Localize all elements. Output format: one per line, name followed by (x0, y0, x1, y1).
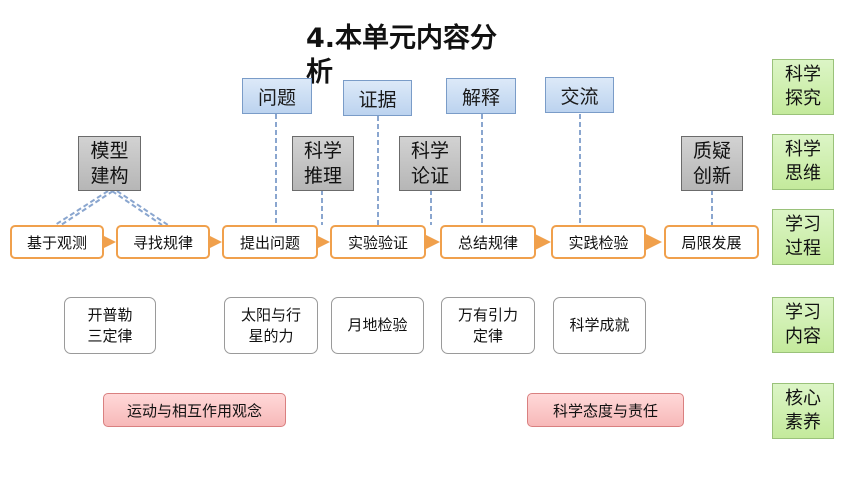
content-box-yuedi: 月地检验 (331, 297, 424, 354)
page-title: 4.本单元内容分析 (306, 23, 498, 88)
process-step-2: 寻找规律 (116, 225, 210, 259)
process-step-7: 局限发展 (664, 225, 759, 259)
process-step-4: 实验验证 (330, 225, 426, 259)
content-box-kaipule: 开普勒 三定律 (64, 297, 156, 354)
thinking-box-tuili: 科学 推理 (292, 136, 354, 191)
dash-moxing-d (116, 190, 169, 226)
thinking-box-zhiyi: 质疑 创新 (681, 136, 743, 191)
row-label-tanjiu: 科学 探究 (772, 59, 834, 115)
row-label-suyang: 核心 素养 (772, 383, 834, 439)
thinking-box-lunzheng: 科学 论证 (399, 136, 461, 191)
row-label-siwei: 科学 思维 (772, 134, 834, 190)
inquiry-box-zhengju: 证据 (343, 80, 412, 116)
dash-moxing-b (60, 190, 114, 226)
process-step-6: 实践检验 (551, 225, 646, 259)
process-step-3: 提出问题 (222, 225, 318, 259)
inquiry-box-jiaoliu: 交流 (545, 77, 614, 113)
literacy-box-yundong: 运动与相互作用观念 (103, 393, 286, 427)
content-box-wanyou: 万有引力 定律 (441, 297, 535, 354)
thinking-box-moxing: 模型 建构 (78, 136, 141, 191)
content-box-taiyang: 太阳与行 星的力 (224, 297, 318, 354)
content-box-chengjiu: 科学成就 (553, 297, 646, 354)
dash-moxing-c (111, 190, 163, 226)
row-label-neirong: 学习 内容 (772, 297, 834, 353)
literacy-box-taidu: 科学态度与责任 (527, 393, 684, 427)
dash-moxing-a (54, 190, 109, 226)
process-step-1: 基于观测 (10, 225, 104, 259)
inquiry-box-wenti: 问题 (242, 78, 312, 114)
row-label-guocheng: 学习 过程 (772, 209, 834, 265)
inquiry-box-jieshi: 解释 (446, 78, 516, 114)
process-step-5: 总结规律 (440, 225, 536, 259)
